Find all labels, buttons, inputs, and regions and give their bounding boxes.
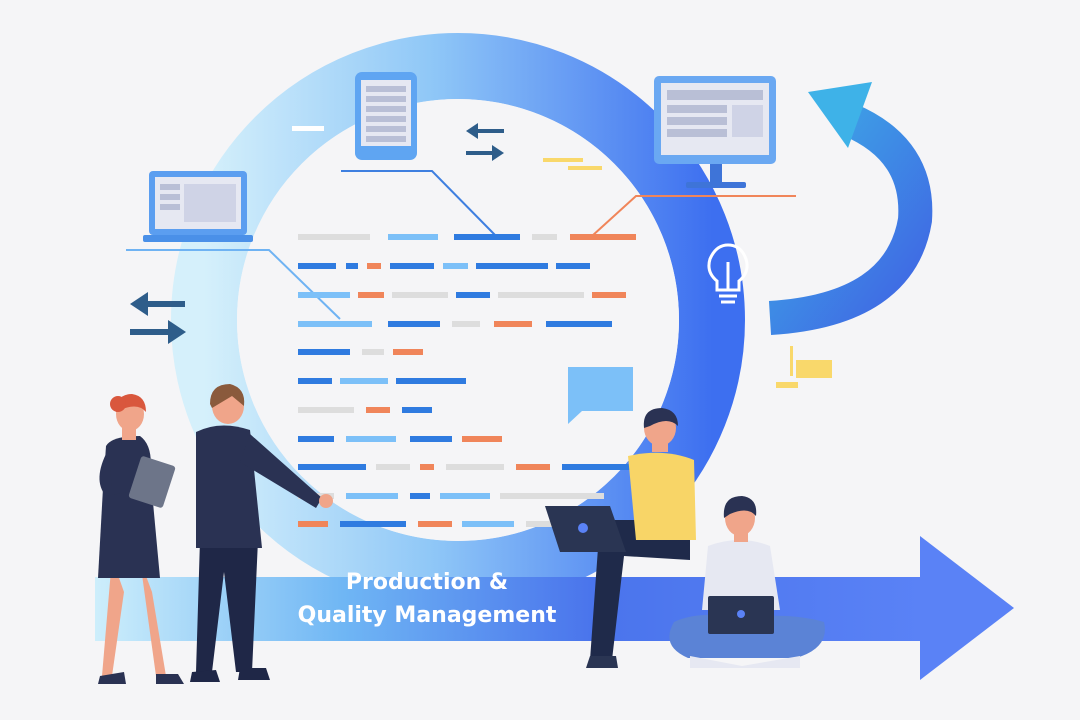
tablet-icon (355, 72, 417, 160)
curved-arrow-icon (768, 82, 933, 335)
data-lines (298, 234, 636, 527)
monitor-icon (654, 76, 776, 188)
swap-arrows-icon (466, 123, 504, 161)
cycle-ring (171, 33, 745, 607)
decor-dash (292, 126, 324, 131)
right-arrow-icon (920, 536, 1014, 680)
person-woman-with-tablet (98, 394, 184, 684)
laptop-icon (143, 171, 253, 242)
chat-bubble-icon (568, 367, 633, 424)
person-man-pointing (190, 384, 333, 682)
ring-inner-disc (237, 99, 679, 541)
lightbulb-icon (707, 243, 749, 304)
decor-sticky-note (543, 158, 832, 388)
swap-arrows-icon (130, 292, 186, 344)
person-man-with-laptop (545, 408, 696, 668)
person-man-cross-legged (669, 496, 825, 668)
